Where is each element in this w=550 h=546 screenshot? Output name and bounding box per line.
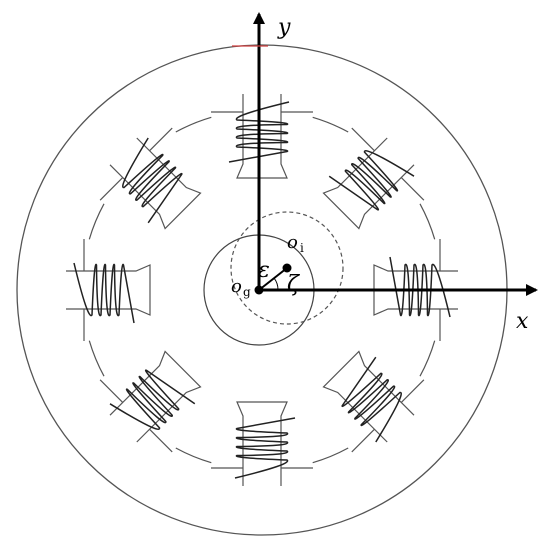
y-axis-label: y bbox=[277, 15, 291, 40]
coil-winding bbox=[228, 101, 290, 163]
pole-shoulder bbox=[149, 428, 173, 453]
yoke-arc bbox=[312, 116, 349, 133]
stator-pole bbox=[236, 94, 288, 179]
stator-pole bbox=[66, 264, 151, 316]
yoke-arc bbox=[175, 447, 212, 464]
coil-winding bbox=[234, 417, 296, 479]
pole-shoulder bbox=[149, 127, 173, 152]
coil-winding bbox=[328, 150, 415, 211]
stator-center-subscript: g bbox=[243, 285, 251, 299]
stator-center-point bbox=[254, 285, 264, 295]
pole-shoulder bbox=[400, 379, 425, 403]
pole-shoulder bbox=[351, 428, 375, 453]
coil-winding bbox=[122, 137, 183, 224]
eccentricity-vector bbox=[258, 267, 288, 291]
angle-arc bbox=[273, 277, 279, 291]
rotor-center-label: o bbox=[287, 232, 298, 253]
stator-center-label: o bbox=[231, 276, 242, 297]
pole-shoulder bbox=[400, 177, 425, 201]
angle-label: ζ bbox=[287, 272, 301, 297]
x-axis-label: x bbox=[516, 309, 529, 334]
rotor-center-subscript: i bbox=[300, 241, 304, 255]
pole-shoulder bbox=[99, 177, 124, 201]
coil-winding bbox=[341, 356, 402, 443]
rotor-center-point bbox=[282, 263, 292, 273]
yoke-arc bbox=[175, 116, 212, 133]
stator-yoke bbox=[88, 116, 436, 464]
yoke-arc bbox=[312, 447, 349, 464]
pole-coils bbox=[73, 101, 451, 479]
coil-winding bbox=[73, 262, 135, 324]
yoke-arc bbox=[419, 340, 436, 377]
coil-winding bbox=[109, 369, 196, 430]
pole-shoulder bbox=[351, 127, 375, 152]
stator-pole bbox=[236, 401, 288, 486]
coil-winding bbox=[389, 256, 451, 318]
yoke-arc bbox=[88, 340, 105, 377]
eccentricity-label: ε bbox=[258, 258, 270, 283]
yoke-arc bbox=[419, 203, 436, 240]
displaced-rotor-circle bbox=[230, 211, 344, 325]
pole-shoulder bbox=[99, 379, 124, 403]
yoke-arc bbox=[88, 203, 105, 240]
